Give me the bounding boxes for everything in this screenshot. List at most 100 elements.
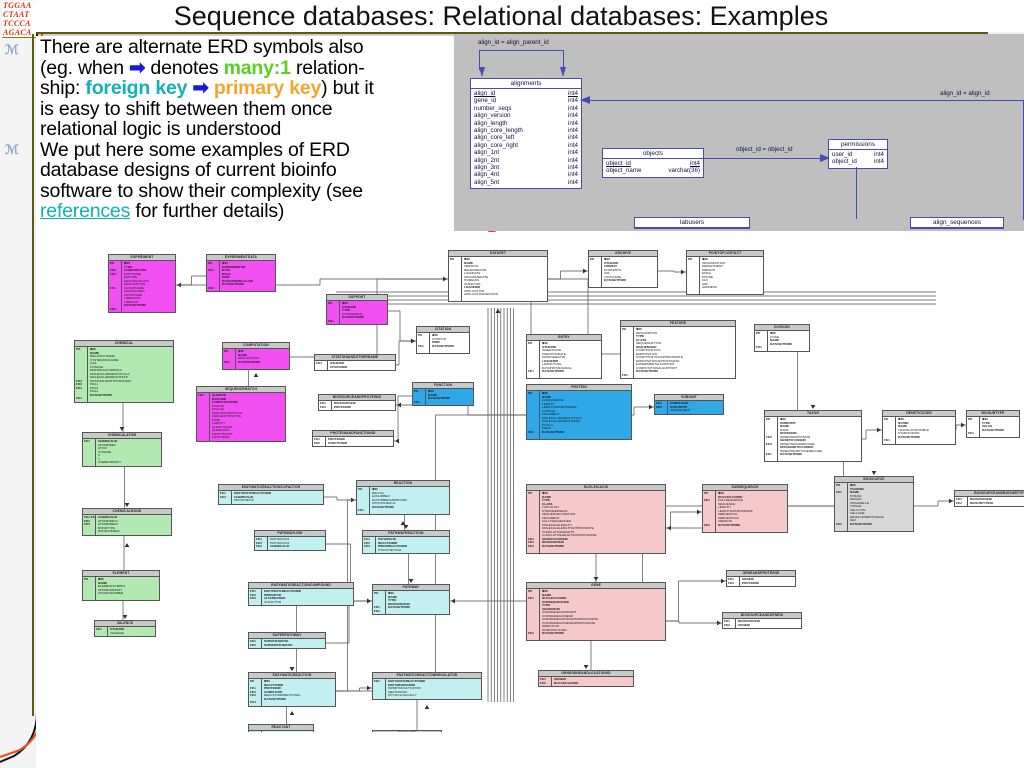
table-labusers: labusers [634,217,750,229]
erd-key-cell [84,596,95,600]
erd-field-cell: LOADERID [542,359,559,363]
erd-field-cell: REACTIONID [264,683,284,687]
erd-key-cell: FK1 [110,286,116,290]
erd-field-cell: INSERTDATE [542,349,562,352]
erd-field-cell: DATASETPMID [780,453,802,456]
erd-field-cell: Y [98,457,101,461]
erd-table-enzymaticreaction-title: ENZYMATICREACTION [249,673,335,679]
erd-field-cell: DATAORIGINCALCID [222,279,253,283]
erd-field-cell: QUERYURL [464,282,482,286]
erd-key-cell: FK2 [256,541,262,545]
erd-key-cell: FK2 [364,541,370,545]
erd-field-cell: GROUPNAME [124,286,145,290]
erd-table-pointofcontact-key-column: PK [687,257,700,294]
erd-key-cell: PK [450,258,455,261]
erd-field-cell: ✱ID [636,328,642,331]
erd-table-chemicalbond-title: CHEMICALBOND [83,509,171,515]
erd-field-cell: DATASETPMID [238,360,260,364]
title-bar: Sequence databases: Relational databases… [36,0,1024,32]
erd-field-cell: TOPOLOGY [542,506,560,509]
erd-table-biosourceandproteinid-title: BIOSOURCEANDPROTEINID [319,395,395,401]
erd-field-cell: PROSTHETIC [234,499,254,502]
erd-table-reactant-body: FK1 OTHERIDCOEFFICIENT✱ID [249,731,313,732]
erd-key-cell: FK1 [250,590,256,593]
erd-field-cell: TIMEPOINT [124,297,141,300]
erd-key-cell: FK1 [528,597,534,600]
erd-field-cell: LENGTHAPPROXIMATE [718,509,753,513]
references-link[interactable]: references [40,200,131,222]
erd-field-cell: X [98,454,101,457]
erd-key-cell: FK1 [250,687,256,690]
erd-table-dataset-title: DATASET [449,251,547,257]
erd-key-cell: PK [884,418,889,421]
erd-table-computation-key-column: PK FK1 [223,349,236,369]
erd-field-cell: EXPERIMENTID [222,265,246,269]
erd-field-cell: VERSION [464,265,478,268]
erd-table-archive-title: ARCHIVE [589,251,657,257]
erd-table-product: PRODUCTFK1 REACTIONIDOTHERIDCOEFFICIENT [372,730,442,732]
erd-field-cell: ATOMINDEX2 [98,523,118,526]
erd-field-cell: NAME [898,425,908,428]
erd-table-valence-title: VALENCE [95,621,155,627]
erd-field-cell: ENZYMATICREACTIONID [264,590,302,593]
erd-key-cell: FK1 [528,370,534,373]
erd-key-cell: FK1 [656,402,662,405]
erd-field-cell: CREATIONDATE [542,352,566,356]
erd-field-cell: ORGAN [850,498,862,501]
erd-table-chemicalbond-body: FK1,FK2,FK3FK2FK3 CHEMICALIDATOMINDEX1AT… [83,515,171,535]
erd-table-biosubtype-title: BIOSUBTYPE [967,411,1019,417]
erd-key-cell: PK [208,262,213,265]
erd-field-cell: FORMAT [604,265,618,268]
erd-field-cell: PERCENTGC [718,513,738,516]
erd-field-cell: ORGANIZATION [702,261,726,265]
keyword-many-to-one: many:1 [223,56,291,79]
erd-table-gene-key-column: PK FK1 FK2 [527,589,540,640]
erd-field-cell: URL [702,282,709,286]
erd-field-cell: KIND [222,276,230,279]
erd-table-archive-key-column: PK [589,257,602,287]
erd-field-cell: MODIFIEDDATE [542,356,566,359]
erd-key-cell: FK2 [724,623,730,627]
erd-table-geneticcode-key-column: PK FK1 [883,417,896,444]
erd-field-cell: PRIMARYID [264,593,282,597]
erd-field-cell: NAME [850,491,860,494]
erd-key-cell: FK1 [374,680,380,683]
erd-field-cell: BIOSOURCEID [970,498,992,501]
erd-field-cell: CHARGE [542,409,556,413]
erd-field-cell: PMID [432,341,440,344]
erd-field-cell: ✱ID [542,590,548,593]
erd-table-biosubtype-key-column: PK FK1 [967,417,980,437]
erd-field-cell: BIOSOURCEID [738,620,760,623]
erd-key-cell [766,457,777,461]
erd-field-cell: FRAGMENT [542,516,560,520]
erd-field-cell: CUMULATIVELENGTHAPPROXIMATE [542,534,597,537]
erd-table-chemicalatom-title: CHEMICALATOM [83,433,161,439]
erd-key-cell: PK [358,488,363,491]
